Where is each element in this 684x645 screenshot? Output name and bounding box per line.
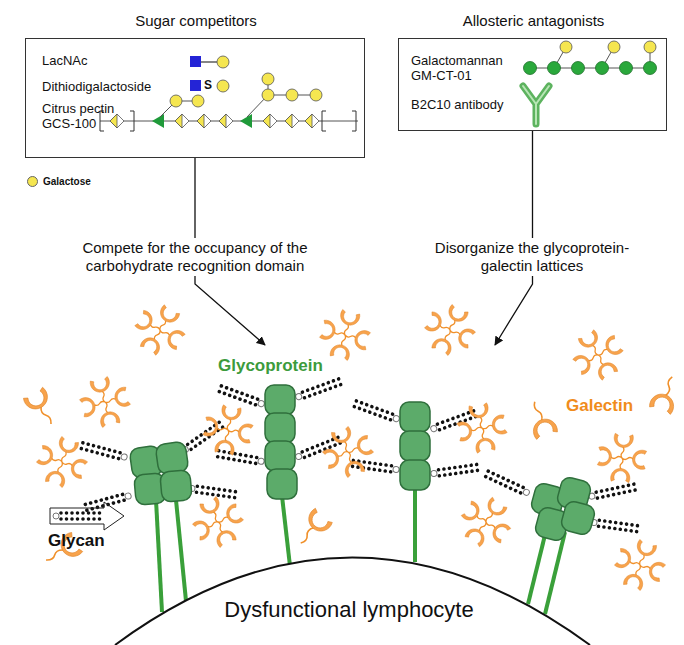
compound-name: LacNAc bbox=[42, 53, 88, 68]
compound-name: Citrus pectin GCS-100 bbox=[42, 101, 128, 131]
galectin-label: Galectin bbox=[566, 396, 633, 416]
compound-name: B2C10 antibody bbox=[411, 97, 504, 112]
cell-label: Dysfunctional lymphocyte bbox=[38, 597, 660, 623]
galectins bbox=[23, 297, 684, 596]
category-box: Allosteric antagonistsGalactomannan GM-C… bbox=[398, 38, 667, 131]
antibody-symbol bbox=[523, 86, 549, 124]
glycan-label: Glycan bbox=[48, 531, 105, 551]
legend-swatch bbox=[27, 176, 38, 187]
glycoprotein-label: Glycoprotein bbox=[218, 356, 323, 376]
edge-label: Disorganize the glycoprotein-galectin la… bbox=[416, 238, 648, 276]
edge-label: Compete for the occupancy of the carbohy… bbox=[58, 238, 332, 276]
box-title: Sugar competitors bbox=[26, 12, 366, 30]
galactomannan-chain bbox=[524, 41, 657, 75]
compound-name: Dithiodigalactoside bbox=[42, 79, 151, 94]
box-title: Allosteric antagonists bbox=[399, 12, 668, 30]
sulfur-atom: S bbox=[203, 78, 213, 92]
category-box: Sugar competitorsLacNAcDithiodigalactosi… bbox=[25, 38, 365, 158]
legend-text: Galactose bbox=[43, 175, 91, 188]
lacnac-symbol bbox=[190, 56, 229, 68]
lymphocyte-cell: Dysfunctional lymphocyte bbox=[30, 345, 660, 645]
compound-name: Galactomannan GM-CT-01 bbox=[411, 53, 523, 83]
glycoprotein-domains bbox=[129, 385, 596, 542]
